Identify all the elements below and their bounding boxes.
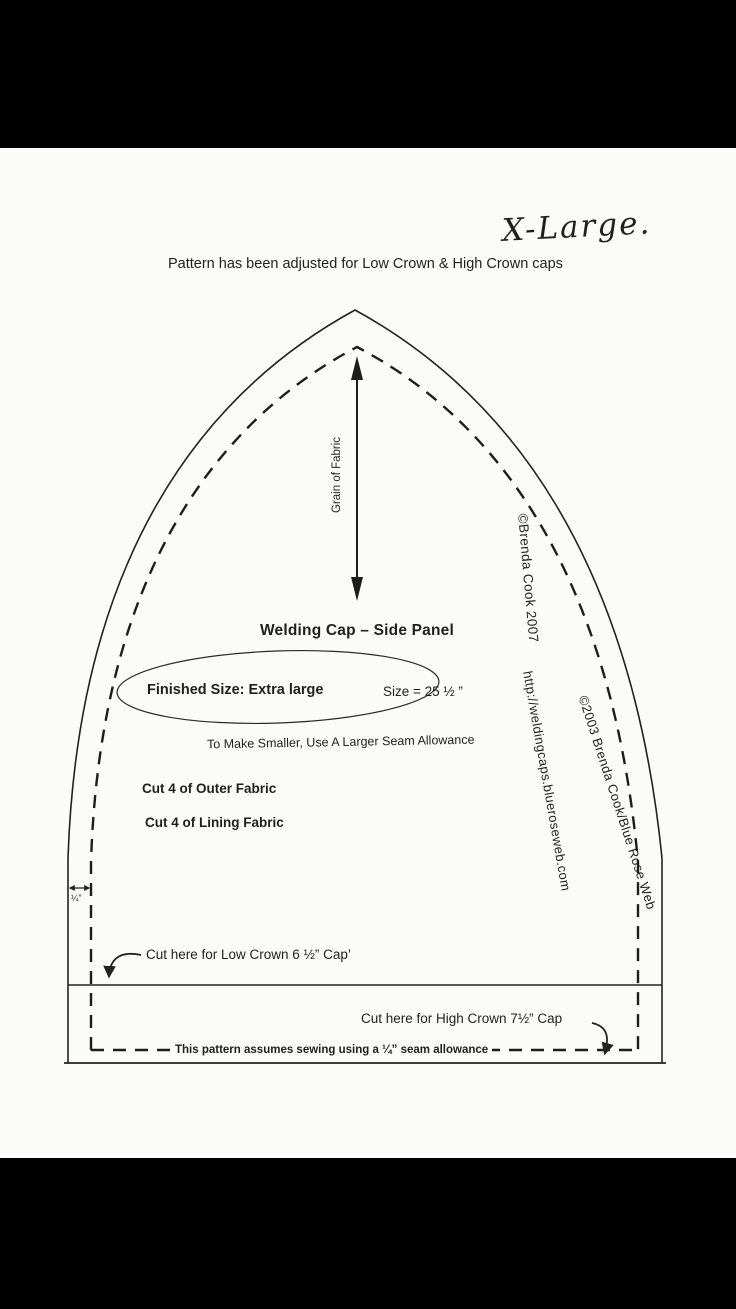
pattern-title: Welding Cap – Side Panel (260, 622, 455, 639)
seam-dashed-line (89, 345, 640, 1050)
size-value: Size = 25 ½ ” (383, 684, 463, 699)
high-crown-cut-label: Cut here for High Crown 7½” Cap (361, 1011, 563, 1026)
cut-outer-fabric-note: Cut 4 of Outer Fabric (142, 781, 277, 796)
grain-arrow (351, 356, 363, 601)
high-crown-arrow (591, 1022, 614, 1056)
finished-size-ellipse (116, 649, 440, 725)
cut-lining-fabric-note: Cut 4 of Lining Fabric (145, 815, 284, 830)
adjustment-note: Pattern has been adjusted for Low Crown … (168, 256, 563, 272)
seam-allowance-note: This pattern assumes sewing using a ¼” s… (171, 1044, 493, 1058)
seam-width-marker-label: ¼” (71, 893, 82, 903)
finished-size-label: Finished Size: Extra large (147, 682, 324, 698)
outer-outline (67, 309, 663, 1063)
low-crown-cut-label: Cut here for Low Crown 6 ½” Cap’ (146, 947, 351, 962)
low-crown-arrow (103, 953, 142, 979)
grain-of-fabric-label: Grain of Fabric (331, 436, 343, 513)
